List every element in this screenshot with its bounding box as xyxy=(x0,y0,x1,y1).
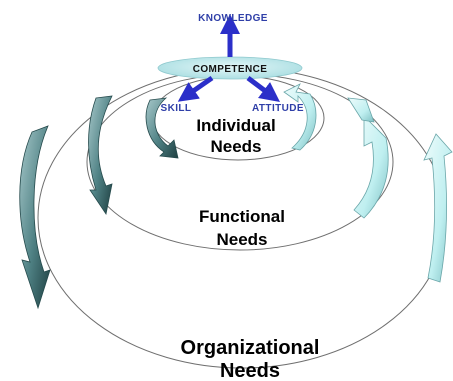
individual-needs-line1: Individual xyxy=(196,116,275,135)
middle-left-arrow xyxy=(88,95,113,216)
skill-arrow xyxy=(177,75,214,102)
functional-needs-line2: Needs xyxy=(216,230,267,249)
middle-right-arrow xyxy=(353,115,389,219)
skill-label: SKILL xyxy=(161,103,192,114)
knowledge-label: KNOWLEDGE xyxy=(198,13,268,24)
individual-needs-line2: Needs xyxy=(210,137,261,156)
middle-right-arrow-tail xyxy=(347,97,375,123)
outer-right-arrow xyxy=(423,133,453,283)
attitude-arrow xyxy=(246,76,280,102)
inner-left-arrow xyxy=(145,97,179,159)
functional-needs-line1: Functional xyxy=(199,207,285,226)
organizational-needs-line2: Needs xyxy=(220,360,280,381)
inner-right-arrow xyxy=(283,83,317,151)
attitude-label: ATTITUDE xyxy=(252,103,304,114)
competence-label: COMPETENCE xyxy=(193,64,268,75)
organizational-needs-line1: Organizational xyxy=(181,337,320,359)
outer-left-arrow xyxy=(19,125,51,310)
